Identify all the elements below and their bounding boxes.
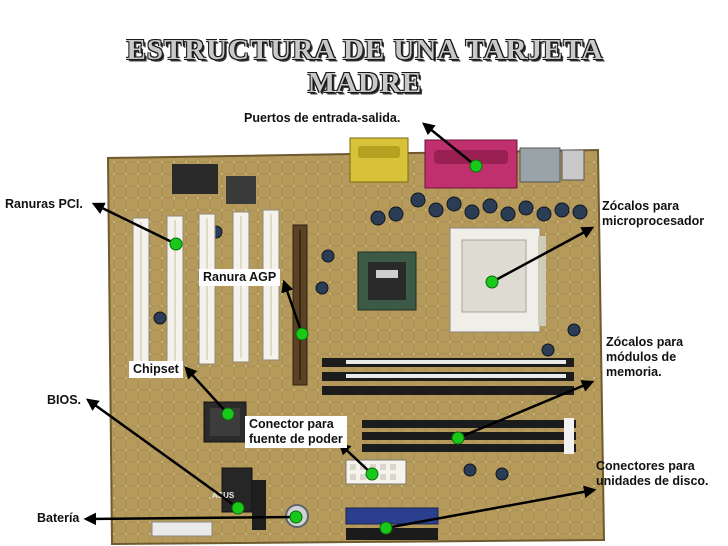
- label-disk-connectors: Conectores para unidades de disco.: [596, 459, 709, 489]
- marker-disk: [379, 521, 393, 535]
- title-line-1: ESTRUCTURA DE UNA TARJETA: [126, 34, 604, 66]
- marker-agp: [295, 327, 309, 341]
- label-agp: Ranura AGP: [199, 269, 281, 286]
- memory-slots-lower: [362, 418, 576, 454]
- arrow-io-ports: [422, 122, 477, 167]
- diagram-title: ESTRUCTURA DE UNA TARJETA MADRE: [70, 34, 660, 100]
- label-memory: Zócalos para módulos de memoria.: [606, 335, 683, 380]
- title-line-2: MADRE: [307, 67, 423, 99]
- arrow-chipset: [184, 366, 229, 415]
- marker-battery: [289, 510, 303, 524]
- arrow-memory: [457, 380, 595, 440]
- label-mem-line-3: memoria.: [606, 365, 662, 379]
- label-power-connector: Conector para fuente de poder: [245, 416, 347, 448]
- arrow-power: [338, 442, 373, 475]
- label-battery: Batería: [37, 511, 80, 525]
- marker-io-ports: [469, 159, 483, 173]
- memory-slots: [322, 358, 574, 395]
- arrow-battery: [83, 512, 297, 526]
- marker-pci: [169, 237, 183, 251]
- label-mem-line-1: Zócalos para: [606, 335, 684, 349]
- marker-cpu: [485, 275, 499, 289]
- label-cpu-line-2: microprocesador: [602, 214, 705, 228]
- label-cpu-line-1: Zócalos para: [602, 199, 680, 213]
- northbridge-chip: [357, 251, 417, 311]
- label-cpu-socket: Zócalos para microprocesador: [602, 199, 704, 229]
- capacitors: [153, 192, 588, 481]
- label-power-line-1: Conector para: [249, 417, 334, 431]
- arrow-pci: [91, 202, 177, 246]
- arrow-bios: [85, 398, 239, 510]
- svg-text:ASUS: ASUS: [212, 491, 235, 500]
- label-power-line-2: fuente de poder: [249, 432, 343, 446]
- arrow-disk: [385, 485, 597, 530]
- label-disk-line-1: Conectores para: [596, 459, 695, 473]
- arrow-agp: [281, 279, 304, 335]
- label-mem-line-2: módulos de: [606, 350, 677, 364]
- marker-power: [365, 467, 379, 481]
- arrow-cpu: [491, 226, 595, 284]
- ide-connector: [345, 507, 439, 525]
- marker-chipset: [221, 407, 235, 421]
- marker-memory: [451, 431, 465, 445]
- label-io-ports: Puertos de entrada-salida.: [244, 111, 401, 125]
- label-chipset: Chipset: [129, 361, 183, 378]
- label-pci: Ranuras PCI.: [5, 197, 83, 211]
- label-disk-line-2: unidades de disco.: [596, 474, 709, 488]
- marker-bios: [231, 501, 245, 515]
- label-bios: BIOS.: [47, 393, 82, 407]
